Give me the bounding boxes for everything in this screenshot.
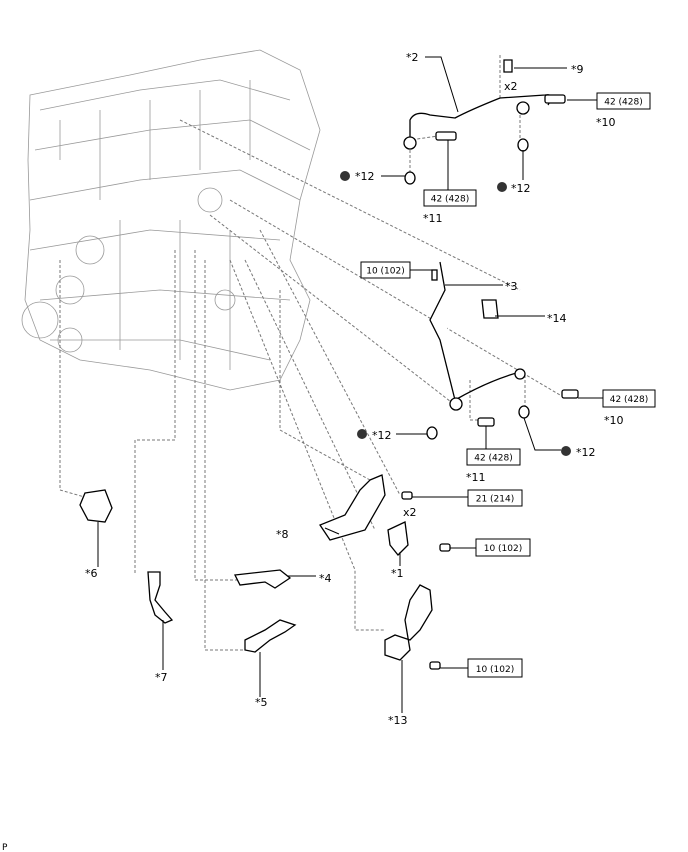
part-label: *7: [155, 671, 168, 684]
non-reusable-dot: [561, 446, 571, 456]
part-label: *6: [85, 567, 98, 580]
part-label: *9: [571, 63, 584, 76]
torque-label: 21 (214): [476, 495, 515, 505]
part-label: *14: [547, 312, 567, 325]
part-label: *11: [466, 471, 486, 484]
engine-assembly: [21, 49, 321, 391]
part-drawings: [79, 59, 579, 670]
quantity-label: x2: [403, 506, 417, 519]
leader-lines: [97, 56, 603, 713]
torque-specs: 42 (428) 42 (428) 10 (102) 42 (428) 42 (…: [360, 92, 656, 678]
guide-lines: [59, 55, 561, 651]
part-label: *3: [505, 280, 518, 293]
part-label: *5: [255, 696, 268, 709]
torque-label: 42 (428): [474, 454, 513, 464]
part-label: *12: [355, 170, 375, 183]
part-label: *10: [596, 116, 616, 129]
non-reusable-dot: [357, 429, 367, 439]
torque-label: 42 (428): [431, 195, 470, 205]
part-labels: *2 *9 x2 *10 *12 *12 *11 *3 *14 *10 *12 …: [2, 51, 624, 852]
torque-label: 10 (102): [484, 544, 523, 554]
torque-label: 42 (428): [610, 395, 649, 405]
part-label: *12: [511, 182, 531, 195]
torque-label: 42 (428): [604, 98, 643, 108]
part-label: *8: [276, 528, 289, 541]
part-label: *4: [319, 572, 332, 585]
non-reusable-dot: [497, 182, 507, 192]
quantity-label: x2: [504, 80, 518, 93]
torque-label: 10 (102): [476, 665, 515, 675]
torque-label: 10 (102): [366, 267, 405, 277]
non-reusable-markers: [340, 171, 571, 456]
part-label: *10: [604, 414, 624, 427]
part-label: *12: [576, 446, 596, 459]
part-label: *1: [391, 567, 404, 580]
part-label: *13: [388, 714, 408, 727]
part-label: *2: [406, 51, 419, 64]
non-reusable-dot: [340, 171, 350, 181]
part-label: *11: [423, 212, 443, 225]
part-label: *12: [372, 429, 392, 442]
corner-code: P: [2, 843, 8, 852]
